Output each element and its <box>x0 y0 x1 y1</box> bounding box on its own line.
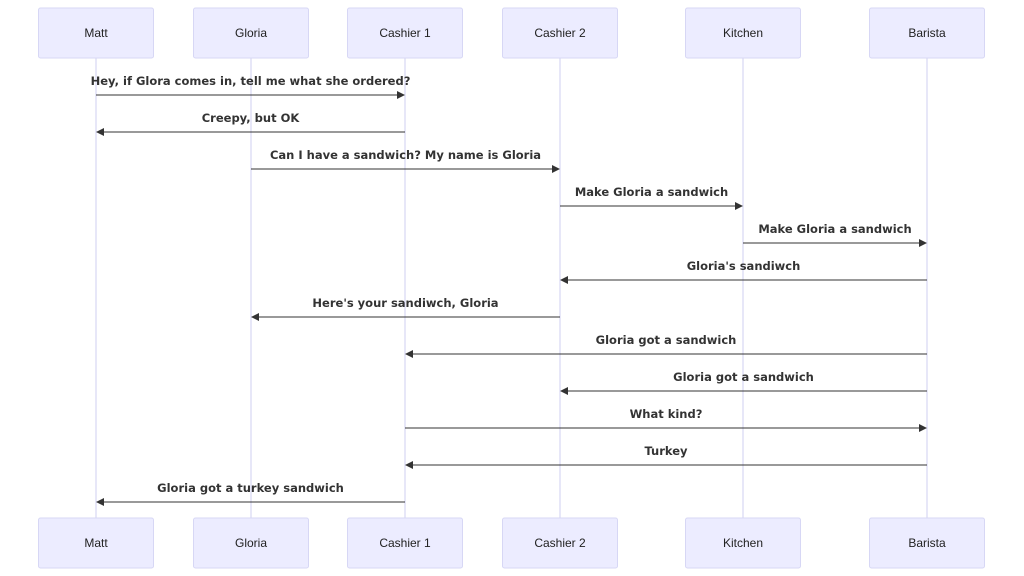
message-3: Can I have a sandwich? My name is Gloria <box>251 148 560 173</box>
actor-label: Matt <box>84 26 108 40</box>
message-label: Make Gloria a sandwich <box>758 222 911 236</box>
message-7: Here's your sandiwch, Gloria <box>251 296 560 321</box>
message-10: What kind? <box>405 407 927 432</box>
actor-label: Kitchen <box>723 536 763 550</box>
message-2: Creepy, but OK <box>96 111 405 136</box>
actor-box <box>38 517 154 569</box>
message-label: Gloria got a sandwich <box>673 370 814 384</box>
actor-box <box>869 517 985 569</box>
arrowhead-icon <box>405 350 413 358</box>
actor-kitchen-bottom: Kitchen <box>685 517 801 569</box>
actor-box <box>38 7 154 59</box>
message-5: Make Gloria a sandwich <box>743 222 927 247</box>
message-6: Gloria's sandiwch <box>560 259 927 284</box>
message-11: Turkey <box>405 444 927 469</box>
arrowhead-icon <box>552 165 560 173</box>
actor-box <box>193 517 309 569</box>
arrowhead-icon <box>560 387 568 395</box>
message-4: Make Gloria a sandwich <box>560 185 743 210</box>
actor-gloria-bottom: Gloria <box>193 517 309 569</box>
arrowhead-icon <box>560 276 568 284</box>
actor-box <box>685 517 801 569</box>
message-label: Turkey <box>644 444 688 458</box>
arrowhead-icon <box>405 461 413 469</box>
message-12: Gloria got a turkey sandwich <box>96 481 405 506</box>
actor-kitchen-top: Kitchen <box>685 7 801 59</box>
message-1: Hey, if Glora comes in, tell me what she… <box>91 74 411 99</box>
actor-cashier1-top: Cashier 1 <box>347 7 463 59</box>
actor-label: Cashier 2 <box>534 26 586 40</box>
arrowhead-icon <box>735 202 743 210</box>
actor-cashier2-top: Cashier 2 <box>502 7 618 59</box>
actor-matt-bottom: Matt <box>38 517 154 569</box>
actor-barista-top: Barista <box>869 7 985 59</box>
arrowhead-icon <box>919 424 927 432</box>
message-label: Gloria got a sandwich <box>596 333 737 347</box>
actor-box <box>502 7 618 59</box>
actor-box <box>685 7 801 59</box>
message-label: Make Gloria a sandwich <box>575 185 728 199</box>
arrowhead-icon <box>919 239 927 247</box>
actor-matt-top: Matt <box>38 7 154 59</box>
message-label: What kind? <box>630 407 703 421</box>
actor-box <box>502 517 618 569</box>
actor-cashier2-bottom: Cashier 2 <box>502 517 618 569</box>
message-label: Can I have a sandwich? My name is Gloria <box>270 148 541 162</box>
message-label: Gloria got a turkey sandwich <box>157 481 344 495</box>
actor-label: Gloria <box>235 536 267 550</box>
actor-box <box>347 517 463 569</box>
actor-label: Cashier 1 <box>379 536 431 550</box>
message-9: Gloria got a sandwich <box>560 370 927 395</box>
actor-label: Barista <box>908 26 946 40</box>
actor-barista-bottom: Barista <box>869 517 985 569</box>
actor-label: Cashier 1 <box>379 26 431 40</box>
actor-gloria-top: Gloria <box>193 7 309 59</box>
arrowhead-icon <box>96 128 104 136</box>
actor-label: Cashier 2 <box>534 536 586 550</box>
message-label: Gloria's sandiwch <box>687 259 801 273</box>
actor-cashier1-bottom: Cashier 1 <box>347 517 463 569</box>
arrowhead-icon <box>397 91 405 99</box>
actor-label: Gloria <box>235 26 267 40</box>
actor-box <box>347 7 463 59</box>
actor-label: Matt <box>84 536 108 550</box>
actor-box <box>869 7 985 59</box>
arrowhead-icon <box>251 313 259 321</box>
actor-box <box>193 7 309 59</box>
actor-label: Barista <box>908 536 946 550</box>
arrowhead-icon <box>96 498 104 506</box>
message-label: Here's your sandiwch, Gloria <box>312 296 498 310</box>
message-label: Hey, if Glora comes in, tell me what she… <box>91 74 411 88</box>
message-label: Creepy, but OK <box>202 111 301 125</box>
actor-label: Kitchen <box>723 26 763 40</box>
message-8: Gloria got a sandwich <box>405 333 927 358</box>
